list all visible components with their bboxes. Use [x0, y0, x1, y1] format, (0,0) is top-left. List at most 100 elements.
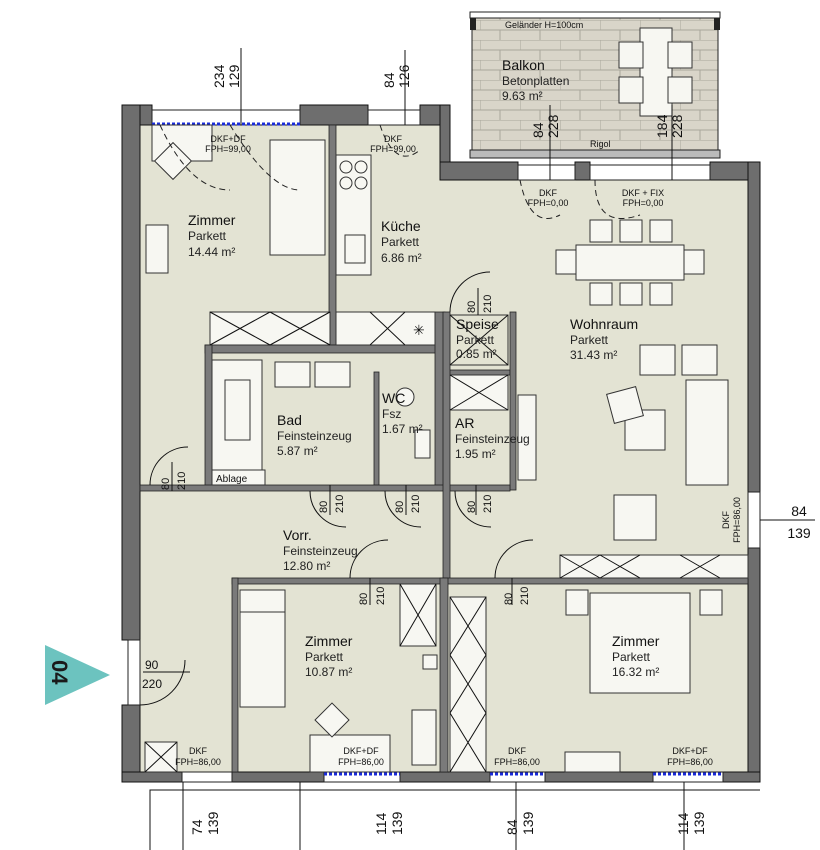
window-width: 84 — [504, 819, 520, 835]
room-floor: Parkett — [612, 650, 651, 664]
window-dimensions: 234 129 84 126 84 228 184 228 84 139 74 … — [182, 48, 815, 850]
door-width: 80 — [503, 593, 515, 605]
room-zimmer-2: Zimmer Parkett 10.87 m² — [305, 633, 353, 679]
sofa — [685, 379, 729, 486]
room-name: Zimmer — [305, 633, 353, 649]
door-width: 80 — [358, 593, 370, 605]
window-type: DKF — [384, 134, 403, 144]
room-floor: Parkett — [188, 229, 227, 243]
window-type: DKF + FIX — [622, 188, 664, 198]
door-height: 210 — [334, 495, 346, 513]
window-height: 139 — [389, 811, 405, 835]
room-name: Bad — [277, 412, 302, 428]
window-height: 139 — [787, 525, 811, 541]
window-fph: FPH=99,00 — [205, 144, 251, 154]
room-area: 5.87 m² — [277, 444, 318, 458]
entry-door-height: 220 — [142, 677, 162, 691]
room-floor: Feinsteinzeug — [277, 429, 352, 443]
room-wohnraum: Wohnraum Parkett 31.43 m² — [570, 316, 638, 362]
room-vorraum: Vorr. Feinsteinzeug 12.80 m² — [283, 527, 358, 573]
door-height: 210 — [176, 472, 188, 490]
window-height: 228 — [669, 114, 685, 138]
balcony-chair — [667, 41, 693, 69]
window-type: DKF — [721, 510, 731, 529]
window-type: DKF+DF — [672, 746, 708, 756]
room-area: 6.86 m² — [381, 251, 422, 265]
room-bad: Bad Feinsteinzeug 5.87 m² — [277, 412, 352, 458]
room-floor: Feinsteinzeug — [283, 544, 358, 558]
door-width: 80 — [466, 301, 478, 313]
room-floor: Feinsteinzeug — [455, 432, 530, 446]
balcony-chair — [618, 76, 644, 104]
door-height: 210 — [375, 587, 387, 605]
window-height: 228 — [545, 114, 561, 138]
window-fph: FPH=0,00 — [623, 198, 664, 208]
window-fph: FPH=86,00 — [667, 757, 713, 767]
window-width: 234 — [211, 64, 227, 88]
window-height: 139 — [520, 811, 536, 835]
room-kueche: Küche Parkett 6.86 m² — [381, 218, 422, 265]
bed — [269, 139, 326, 256]
room-area: 16.32 m² — [612, 665, 659, 679]
room-name: Speise — [456, 316, 499, 332]
room-wc: WC Fsz 1.67 m² — [382, 390, 423, 436]
window-fph: FPH=99,00 — [370, 144, 416, 154]
entry-arrow-icon — [45, 645, 110, 705]
window-height: 129 — [226, 64, 242, 88]
room-area: 31.43 m² — [570, 348, 617, 362]
window-labels: DKF+DF FPH=99,00 DKF FPH=99,00 DKF FPH=0… — [175, 134, 742, 767]
balcony-chair — [618, 41, 644, 69]
gutter — [469, 149, 721, 159]
door-width: 80 — [394, 501, 406, 513]
window-fph: FPH=86,00 — [338, 757, 384, 767]
door-height: 210 — [482, 295, 494, 313]
room-labels: Zimmer Parkett 14.44 m² Küche Parkett 6.… — [188, 212, 660, 679]
room-area: 14.44 m² — [188, 245, 235, 259]
window-width: 84 — [530, 122, 546, 138]
bed — [239, 611, 286, 708]
room-name: Zimmer — [188, 212, 236, 228]
room-speise: Speise Parkett 0.85 m² — [456, 316, 499, 361]
window-width: 74 — [189, 819, 205, 835]
door-width: 80 — [466, 501, 478, 513]
dining-table — [575, 244, 685, 281]
room-area: 12.80 m² — [283, 559, 330, 573]
window-fph: FPH=86,00 — [732, 497, 742, 543]
gutter-label: Rigol — [590, 139, 611, 149]
window-fph: FPH=86,00 — [175, 757, 221, 767]
door-dimensions: 80 210 80 210 80 210 80 210 80 210 80 21… — [142, 288, 531, 691]
room-name: Küche — [381, 218, 421, 234]
entry-door[interactable] — [127, 639, 141, 706]
sink — [344, 234, 366, 264]
unit-badge: 04 — [45, 645, 110, 705]
window-width: 114 — [675, 812, 691, 835]
window-type: DKF — [189, 746, 208, 756]
windows — [127, 109, 761, 783]
window-type: DKF — [508, 746, 527, 756]
room-name: Vorr. — [283, 527, 312, 543]
window-width: 184 — [654, 114, 670, 138]
window-height: 126 — [396, 64, 412, 88]
toilet — [395, 387, 415, 407]
bath-shelf-label: Ablage — [216, 474, 248, 485]
room-floor: Parkett — [456, 333, 495, 347]
room-area: 10.87 m² — [305, 665, 352, 679]
balcony-table — [639, 27, 673, 117]
room-floor: Parkett — [381, 235, 420, 249]
window-type: DKF — [539, 188, 558, 198]
balcony-name: Balkon — [502, 57, 545, 73]
washbasin — [274, 361, 311, 388]
balcony-chair — [667, 76, 693, 104]
window-fph: FPH=0,00 — [528, 198, 569, 208]
kitchen-symbol: ✳ — [413, 322, 425, 338]
door-width: 80 — [318, 501, 330, 513]
room-area: 1.67 m² — [382, 422, 423, 436]
door-height: 210 — [410, 495, 422, 513]
room-area: 1.95 m² — [455, 447, 496, 461]
double-bed — [589, 592, 691, 694]
room-name: Wohnraum — [570, 316, 638, 332]
window-height: 139 — [691, 811, 707, 835]
balcony: Geländer H=100cm Balkon Betonplatten 9.6… — [469, 11, 721, 159]
window-height: 139 — [205, 811, 221, 835]
